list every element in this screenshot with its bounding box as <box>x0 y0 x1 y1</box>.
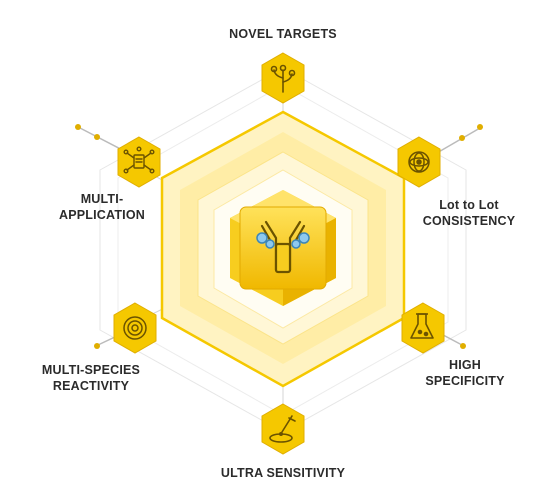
label-lot-consistency: Lot to Lot CONSISTENCY <box>404 197 534 229</box>
badge-lot-consistency[interactable] <box>397 136 441 188</box>
label-novel-targets: NOVEL TARGETS <box>203 26 363 42</box>
plant-icon <box>270 64 296 93</box>
label-line: CONSISTENCY <box>422 214 516 228</box>
label-line: SPECIFICITY <box>425 374 505 388</box>
label-line: ULTRA SENSITIVITY <box>220 466 346 480</box>
document-network-icon <box>123 146 155 174</box>
label-line: APPLICATION <box>59 208 145 222</box>
badge-ultra-sensitivity[interactable] <box>261 403 305 455</box>
label-line: NOVEL TARGETS <box>229 27 337 41</box>
label-ultra-sensitivity: ULTRA SENSITIVITY <box>183 465 383 481</box>
label-line: MULTI- <box>80 192 124 206</box>
label-high-specificity: HIGH SPECIFICITY <box>405 357 525 389</box>
flask-icon <box>410 313 434 339</box>
badge-multi-application[interactable] <box>117 136 161 188</box>
badge-high-specificity[interactable] <box>401 302 445 354</box>
atom-cycle-icon <box>408 151 430 173</box>
label-line: Lot to Lot <box>439 198 499 212</box>
label-line: MULTI-SPECIES <box>41 363 141 377</box>
label-line: REACTIVITY <box>52 379 130 393</box>
target-icon <box>123 316 147 340</box>
antibody-icon <box>256 220 310 274</box>
dropper-dish-icon <box>269 415 296 443</box>
label-multi-application: MULTI- APPLICATION <box>42 191 162 223</box>
label-line: HIGH <box>448 358 482 372</box>
label-multi-species: MULTI-SPECIES REACTIVITY <box>26 362 156 394</box>
badge-multi-species[interactable] <box>113 302 157 354</box>
badge-novel-targets[interactable] <box>261 52 305 104</box>
